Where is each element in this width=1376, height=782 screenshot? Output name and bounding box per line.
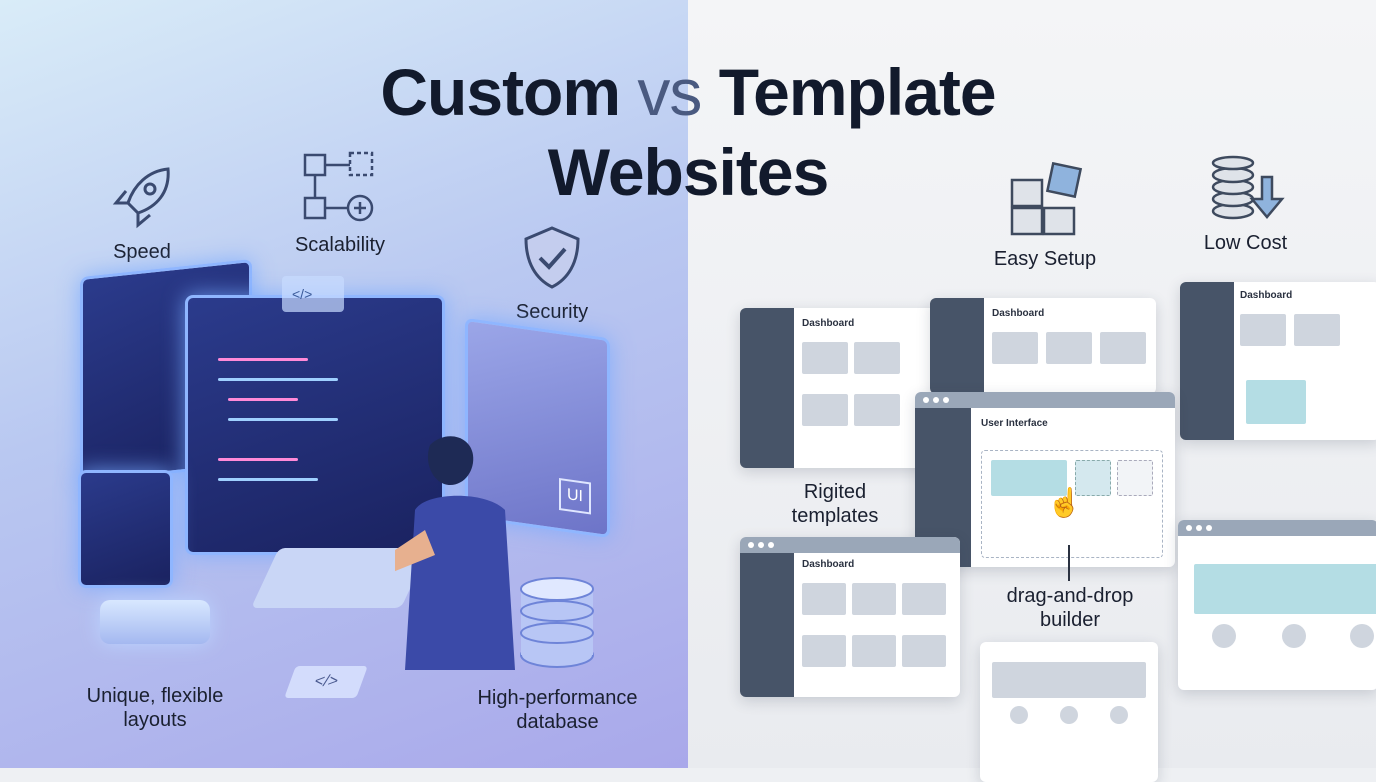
shield-check-icon	[524, 226, 580, 289]
connector-line	[1068, 545, 1070, 581]
low-cost-label: Low Cost	[1203, 232, 1288, 254]
scalability-icon	[303, 151, 374, 222]
person-at-computer	[395, 436, 515, 670]
easy-setup-label: Easy Setup	[993, 248, 1097, 270]
landing-window-1	[1178, 520, 1376, 690]
page-title-line2: Websites	[547, 135, 830, 209]
page-title: Custom vs Template	[380, 55, 996, 129]
drag-drop-label: drag-and-drop builder	[1006, 585, 1134, 631]
rigid-templates-label: Rigited templates	[791, 481, 879, 527]
hand-cursor-icon: ☝	[1047, 487, 1082, 518]
puzzle-icon	[1010, 162, 1083, 236]
dashboard-window-3: Dashboard	[1180, 282, 1376, 440]
dashboard-window-2: Dashboard	[930, 298, 1156, 394]
dashboard-window-1: Dashboard	[740, 308, 940, 468]
database-icon	[520, 577, 594, 668]
landing-window-2	[980, 642, 1158, 782]
small-monitor	[78, 470, 173, 588]
coins-down-icon	[1211, 155, 1285, 220]
code-tag-card: </>	[282, 276, 344, 312]
security-label: Security	[515, 301, 589, 323]
speed-label: Speed	[113, 241, 171, 263]
user-interface-window: User Interface☝	[915, 392, 1175, 567]
layouts-label: Unique, flexible layouts	[86, 685, 224, 731]
ui-badge: UI	[559, 478, 591, 515]
code-tag-floor: </>	[284, 666, 368, 698]
scalability-label: Scalability	[294, 234, 386, 256]
dashboard-window-4: Dashboard	[740, 537, 960, 697]
glow-platform	[100, 600, 210, 644]
rocket-icon	[112, 167, 170, 229]
database-label: High-performance database	[477, 687, 638, 733]
